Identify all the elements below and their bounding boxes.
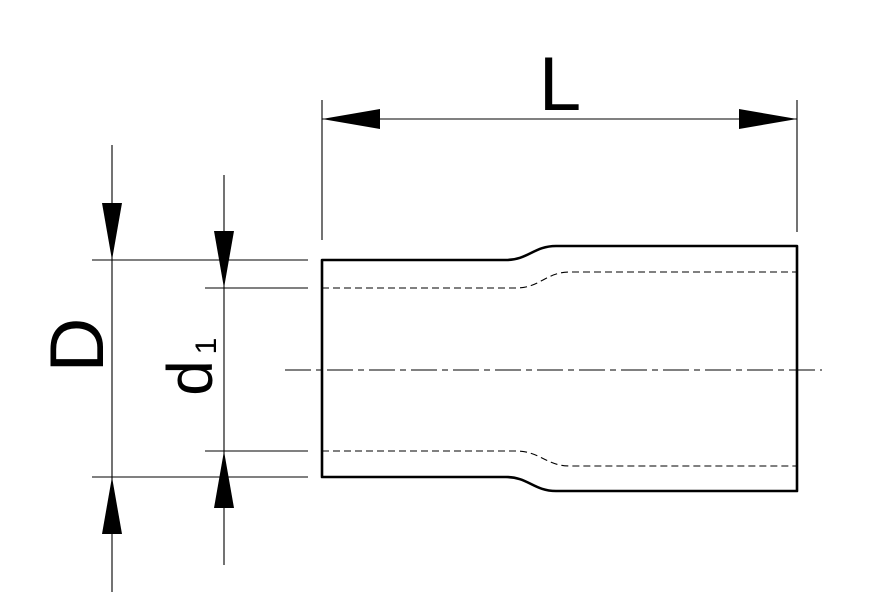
- outer-diameter-arrow-top: [102, 203, 122, 260]
- inner-diameter-arrow-top: [214, 231, 234, 288]
- length-arrow-left: [322, 109, 380, 129]
- inner-diameter-label: d: [154, 360, 226, 396]
- length-arrow-right: [739, 109, 797, 129]
- outer-diameter-label: D: [35, 318, 120, 373]
- inner-diameter-label-group: d 1: [154, 338, 226, 396]
- tube-outer-outline: [320, 244, 799, 493]
- inner-bore-bottom-hidden-line: [322, 450, 797, 467]
- length-label: L: [539, 42, 581, 127]
- inner-diameter-arrow-bottom: [214, 451, 234, 508]
- outer-diameter-arrow-bottom: [102, 477, 122, 534]
- inner-diameter-label-subscript: 1: [190, 338, 223, 355]
- inner-bore-top-hidden-line: [322, 271, 797, 289]
